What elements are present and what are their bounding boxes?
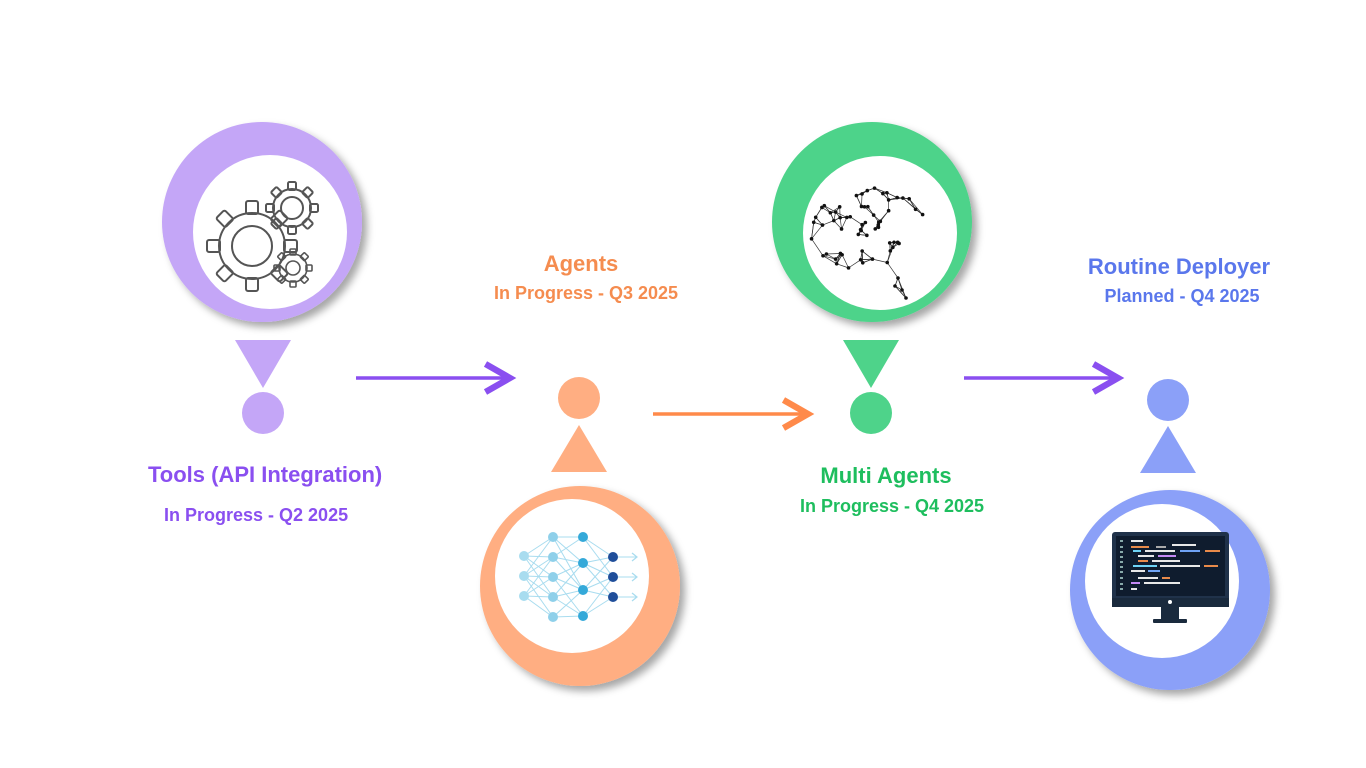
multi-agents-pointer-triangle xyxy=(843,340,899,388)
agents-status: In Progress - Q3 2025 xyxy=(493,283,679,303)
routine-deployer-title: Routine Deployer xyxy=(1087,254,1271,279)
agents-pointer-triangle xyxy=(551,425,607,472)
neural-network-icon xyxy=(519,532,638,622)
agents-node-dot xyxy=(558,377,600,419)
milestone-tools xyxy=(162,122,362,434)
milestone-routine-deployer xyxy=(1070,379,1270,690)
multi-agents-node-dot xyxy=(850,392,892,434)
tools-title: Tools (API Integration) xyxy=(148,462,383,487)
multi-agents-title: Multi Agents xyxy=(820,463,952,488)
agents-title: Agents xyxy=(543,251,619,276)
tools-status: In Progress - Q2 2025 xyxy=(164,505,349,525)
brain-network-icon xyxy=(809,186,925,300)
tools-pointer-triangle xyxy=(235,340,291,388)
tools-node-dot xyxy=(242,392,284,434)
code-monitor-icon xyxy=(1112,532,1229,623)
routine-deployer-pointer-triangle xyxy=(1140,426,1196,473)
routine-deployer-status: Planned - Q4 2025 xyxy=(1104,286,1260,306)
gears-icon xyxy=(206,181,319,292)
multi-agents-status: In Progress - Q4 2025 xyxy=(799,496,985,516)
milestone-agents xyxy=(480,377,680,686)
milestone-multi-agents xyxy=(772,122,972,434)
routine-deployer-node-dot xyxy=(1147,379,1189,421)
